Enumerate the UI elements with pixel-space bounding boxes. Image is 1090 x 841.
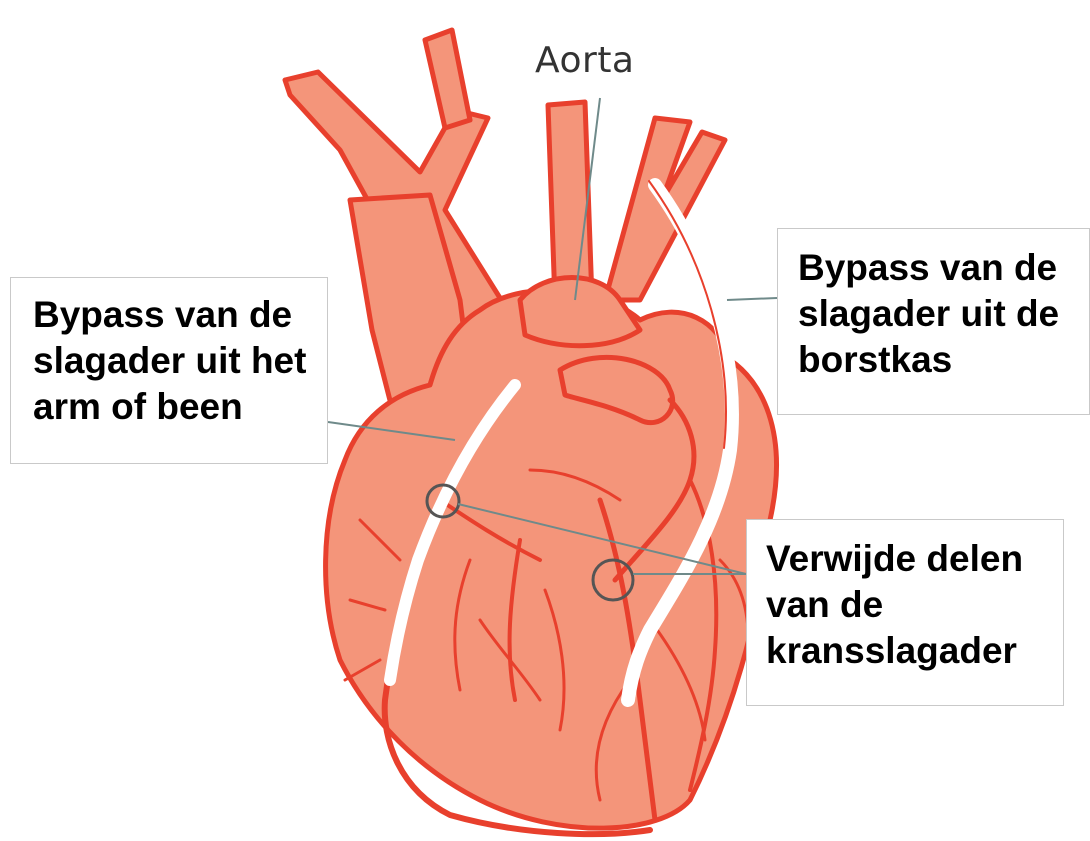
label-line: slagader uit het [33, 338, 327, 384]
label-graft-chest: Bypass van de slagader uit de borstkas [777, 228, 1090, 415]
label-line: van de [766, 582, 1063, 628]
label-line: slagader uit de [798, 291, 1089, 337]
label-line: arm of been [33, 384, 327, 430]
label-line: Bypass van de [798, 245, 1089, 291]
label-graft-arm-leg: Bypass van de slagader uit het arm of be… [10, 277, 328, 464]
label-line: Verwijde delen [766, 536, 1063, 582]
label-narrowed-coronary: Verwijde delen van de kransslagader [746, 519, 1064, 706]
label-line: Bypass van de [33, 292, 327, 338]
label-line: borstkas [798, 337, 1089, 383]
label-line: kransslagader [766, 628, 1063, 674]
aorta-label: Aorta [535, 40, 635, 81]
